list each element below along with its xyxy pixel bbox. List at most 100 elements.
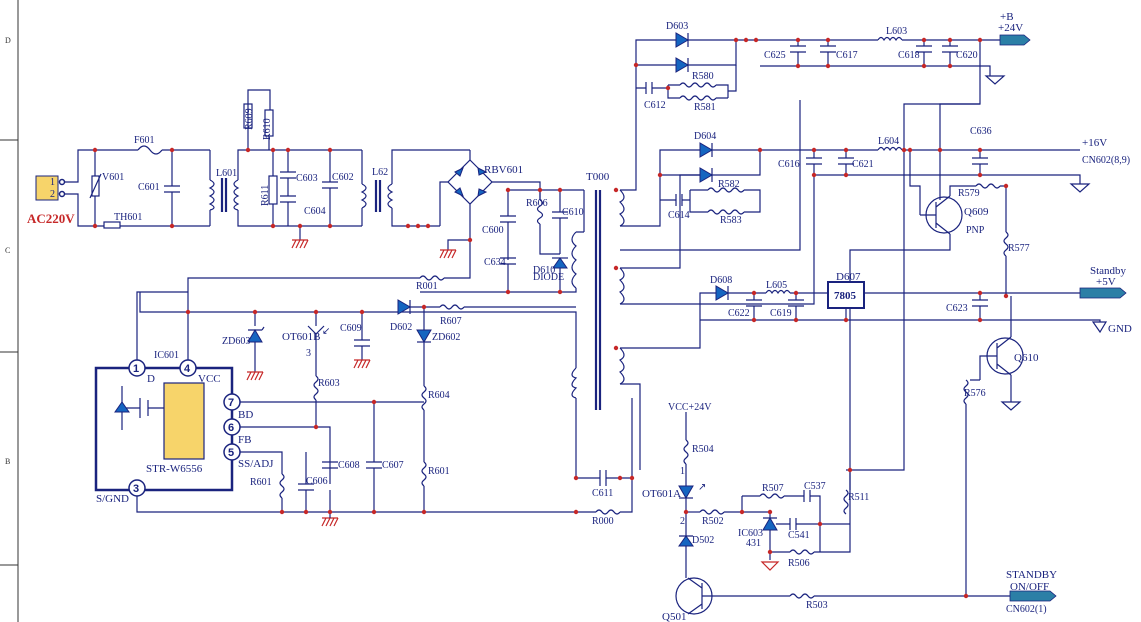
resistor-r576: [963, 379, 980, 405]
secondary-section: D603 R580 R581 C612 C625 C617 L603 C618 …: [618, 11, 1132, 622]
zener-zd603: [247, 329, 263, 343]
c616-label: C616: [778, 159, 800, 170]
transformer-secondary-3: [618, 347, 625, 385]
resistor-r503: [789, 593, 815, 599]
capacitor-c620: [942, 45, 958, 53]
f601-label: F601: [134, 135, 155, 146]
capacitor-c616: [806, 157, 822, 165]
ic603-label: IC603: [738, 528, 763, 539]
diode-d604: [699, 142, 713, 158]
ot601a-pin2: 2: [680, 516, 685, 527]
standby-onoff-line1: STANDBY: [1006, 569, 1057, 581]
transformer-secondary-2: [618, 267, 625, 305]
standby-line2: +5V: [1096, 276, 1116, 288]
choke-l601: [208, 179, 215, 211]
c619-label: C619: [770, 308, 792, 319]
d607-label: D607: [836, 271, 861, 283]
c617-label: C617: [836, 50, 858, 61]
ic601-pin-6-name: FB: [238, 434, 251, 446]
rbv601-label: RBV601: [484, 164, 523, 176]
ot601a-label: OT601A: [642, 488, 681, 500]
transformer-aux-winding: [571, 367, 578, 399]
ic601-pin-4: [179, 359, 197, 377]
v601-label: V601: [102, 172, 124, 183]
capacitor-c625: [790, 45, 806, 53]
l604-label: L604: [878, 136, 899, 147]
ic601-pin-5-name: SS/ADJ: [238, 458, 274, 470]
row-label-c: C: [5, 246, 10, 255]
r582-label: R582: [718, 179, 740, 190]
sheet-border: D C B: [0, 0, 19, 622]
ot601a-arrows: ↗: [698, 482, 706, 493]
c620-label: C620: [956, 50, 978, 61]
ic601-pin-4-name: VCC: [198, 373, 221, 385]
ground-signal-4: [1000, 401, 1022, 411]
primary-section: C600 C634 R606 C610 D610 DIODE T000 R001: [94, 171, 633, 527]
c610-label: C610: [562, 207, 584, 218]
capacitor-c636: [972, 157, 988, 165]
d502-label: D502: [692, 535, 714, 546]
d608-label: D608: [710, 275, 732, 286]
svg-text:4: 4: [184, 363, 191, 375]
ac220v-label: AC220V: [27, 211, 75, 226]
ot601a-pin1: 1: [680, 466, 685, 477]
r604-label: R604: [428, 390, 450, 401]
r576-label: R576: [964, 388, 986, 399]
c601-label: C601: [138, 182, 160, 193]
r611-label: R611: [260, 185, 271, 206]
svg-text:1: 1: [133, 363, 139, 375]
ground-hot-4: [321, 517, 339, 527]
th601-label: TH601: [114, 212, 142, 223]
optoled-ot601a: [678, 485, 694, 499]
ground-hot-1: [439, 249, 457, 259]
c622-label: C622: [728, 308, 750, 319]
resistor-r502: [699, 509, 725, 515]
ac-pin-1: 1: [50, 177, 55, 188]
t000-label: T000: [586, 171, 610, 183]
capacitor-c619: [788, 299, 804, 307]
c602-label: C602: [332, 172, 354, 183]
r580-label: R580: [692, 71, 714, 82]
zener-zd602: [416, 329, 432, 343]
ac-pin-2: 2: [50, 189, 55, 200]
ot601b-arrows: ↙: [322, 326, 330, 337]
output-flag-24v: [999, 34, 1031, 46]
capacitor-c537: [803, 490, 811, 502]
resistor-r606: [536, 199, 544, 225]
resistor-r601-right: [421, 461, 427, 487]
resistor-r507: [759, 493, 785, 499]
zd602-label: ZD602: [432, 332, 460, 343]
ground-signal-3: [1091, 321, 1108, 334]
zd603-label: ZD603: [222, 336, 250, 347]
capacitor-c621: [838, 157, 854, 165]
d604-label: D604: [694, 131, 716, 142]
d610-type: DIODE: [533, 272, 564, 283]
r577-label: R577: [1008, 243, 1030, 254]
diode-d608: [715, 285, 729, 301]
ic601-ref: IC601: [154, 350, 179, 361]
diode-d603-b: [675, 57, 689, 73]
ic601-pin-7-name: BD: [238, 409, 253, 421]
ac-input-connector: [35, 175, 59, 201]
d610-label: D610: [533, 265, 555, 276]
transformer-primary: [571, 231, 577, 289]
resistor-r609: [243, 103, 253, 129]
diode-d603: [675, 32, 689, 48]
resistor-r577: [1003, 231, 1009, 257]
ground-chassis-1: [291, 239, 309, 249]
shunt-regulator-ic603: [762, 517, 778, 531]
resistor-r506: [789, 549, 815, 555]
input-flag-standby[interactable]: [1009, 590, 1057, 602]
resistor-r581: [679, 95, 717, 101]
capacitor-c623: [972, 299, 988, 307]
resistor-r511: [843, 470, 851, 515]
inductor-l605: [765, 289, 791, 295]
v16-line2: CN602(8,9): [1082, 155, 1130, 166]
c606-label: C606: [306, 476, 328, 487]
row-label-d: D: [5, 36, 11, 45]
ic601-part: STR-W6556: [146, 463, 203, 475]
resistor-r582: [707, 187, 745, 193]
c636-label: C636: [970, 126, 992, 137]
resistor-r504: [683, 439, 689, 465]
ground-signal-5: [760, 561, 780, 571]
